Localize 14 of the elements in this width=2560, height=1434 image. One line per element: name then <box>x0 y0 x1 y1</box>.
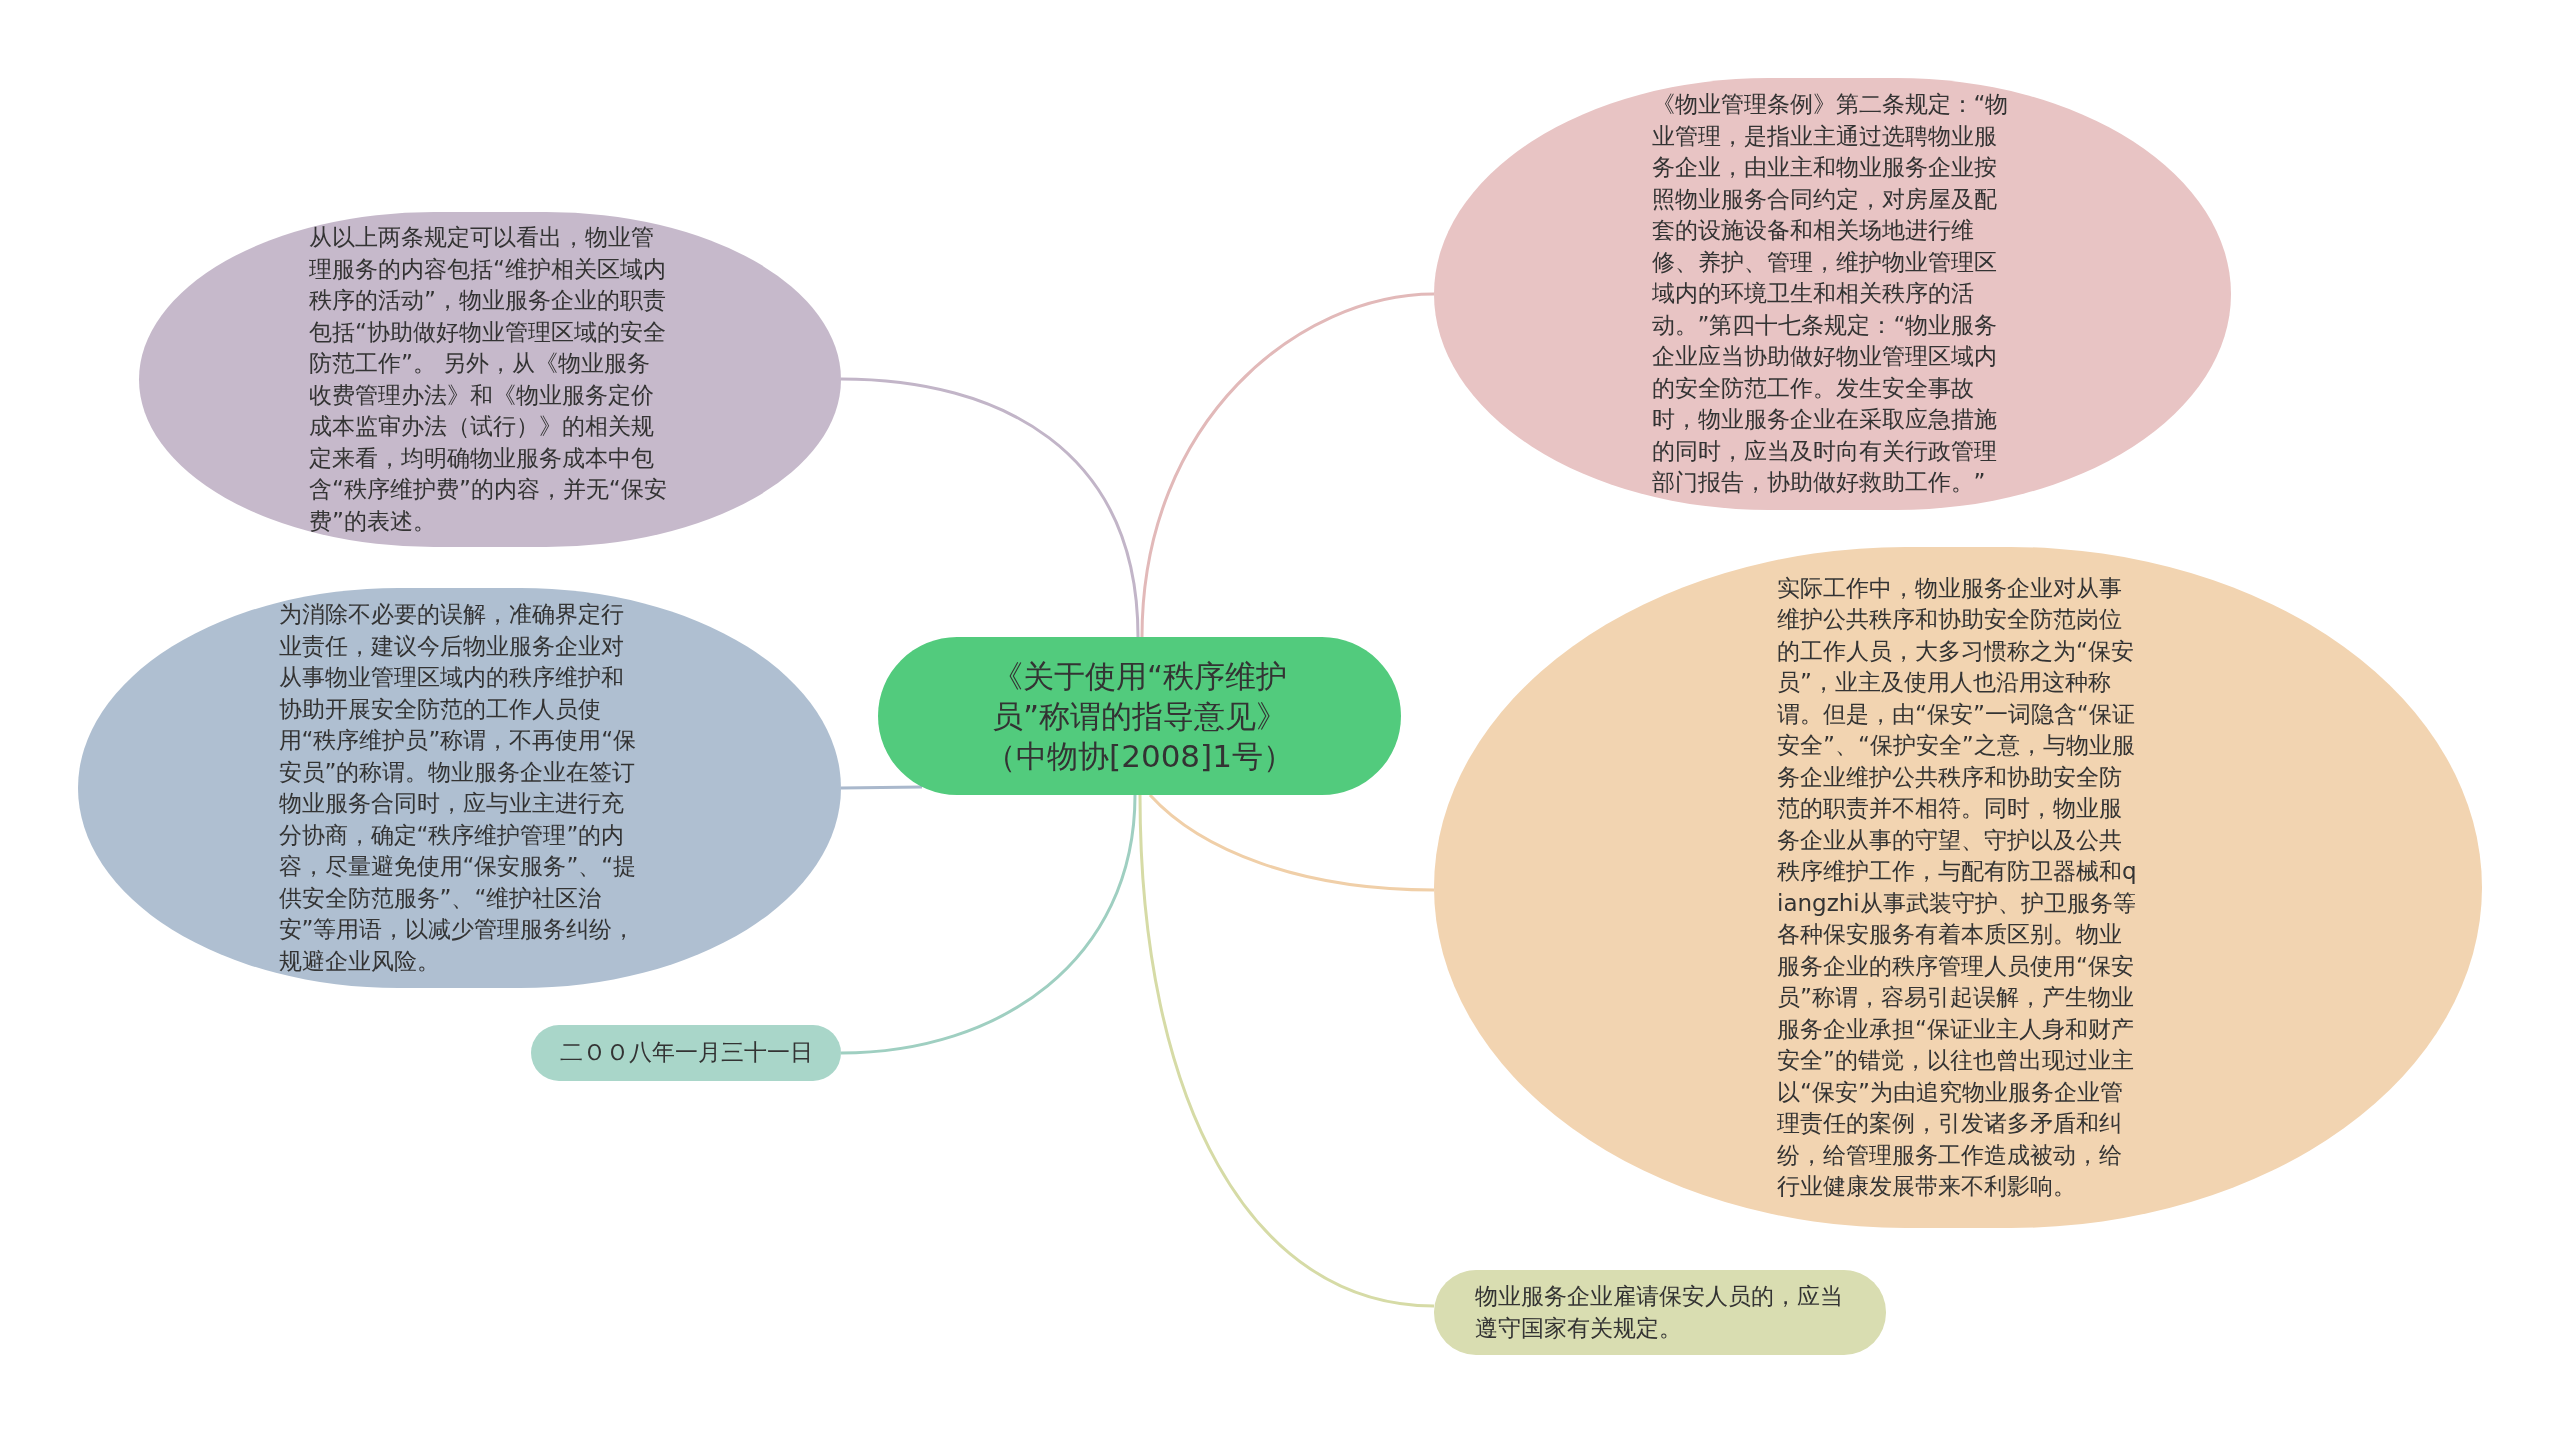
topic-text: 从以上两条规定可以看出，物业管理服务的内容包括“维护相关区域内秩序的活动”，物业服务企业的职责包括“协助做好物业管理区域的安全防范工作”。 另外，从《物业服务收费管理办法》和《物业服务定价成本监审办法（试行）》的相关规定来看，均明确物业服务成本中包含“秩序维护费”的内容，并无“保安费”的表述。 <box>309 223 668 536</box>
topic-text: 二ＯＯ八年一月三十一日 <box>558 1038 814 1068</box>
topic-text: 为消除不必要的误解，准确界定行业责任，建议今后物业服务企业对从事物业管理区域内的秩序维护和协助开展安全防范的工作人员使用“秩序维护员”称谓，不再使用“保安员”的称谓。物业服务企业在签订物业服务合同时，应与业主进行充分协商，确定“秩序维护管理”的内容，尽量避免使用“保安服务”、“提供安全防范服务”、“维护社区治安”等用语，以减少管理服务纠纷，规避企业风险。 <box>278 600 638 976</box>
connector-line <box>840 377 1140 638</box>
connector-line <box>1140 292 1435 638</box>
topic-text: 物业服务企业雇请保安人员的，应当遵守国家有关规定。 <box>1475 1282 1844 1343</box>
connector-line <box>1148 793 1435 892</box>
topic-text: 《物业管理条例》第二条规定：“物业管理，是指业主通过选聘物业服务企业，由业主和物业服务企业按照物业服务合同约定，对房屋及配套的设施设备和相关场地进行维修、养护、管理，维护物业管理区域内的环境卫生和相关秩序的活动。”第四十七条规定：“物业服务企业应当协助做好物业管理区域内的安全防范工作。发生安全事故时，物业服务企业在采取应急措施的同时，应当及时向有关行政管理部门报告，协助做好救助工作。” <box>1651 90 2010 498</box>
topic-text: 实际工作中，物业服务企业对从事维护公共秩序和协助安全防范岗位的工作人员，大多习惯称之为“保安员”，业主及使用人也沿用这种称谓。但是，由“保安”一词隐含“保证安全”、“保护安全”之意，与物业服务企业维护公共秩序和协助安全防范的职责并不相符。同时，物业服务企业从事的守望、守护以及公共秩序维护工作，与配有防卫器械和qiangzhi从事武装守护、护卫服务等各种保安服务有着本质区别。物业服务企业的秩序管理人员使用“保安员”称谓，容易引起误解，产生物业服务企业承担“保证业主人身和财产安全”的错觉，以往也曾出现过业主以“保安”为由追究物业服务企业管理责任的案例，引发诸多矛盾和纠纷，给管理服务工作造成被动，给行业健康发展带来不利影响。 <box>1777 573 2138 1201</box>
connector-line <box>1138 794 1435 1308</box>
connector-line <box>840 785 923 790</box>
topic-title: 《关于使用“秩序维护员”称谓的指导意见》（中物协[2008]1号） <box>984 657 1295 776</box>
topic-box <box>531 1025 841 1081</box>
connector-line <box>840 794 1137 1055</box>
